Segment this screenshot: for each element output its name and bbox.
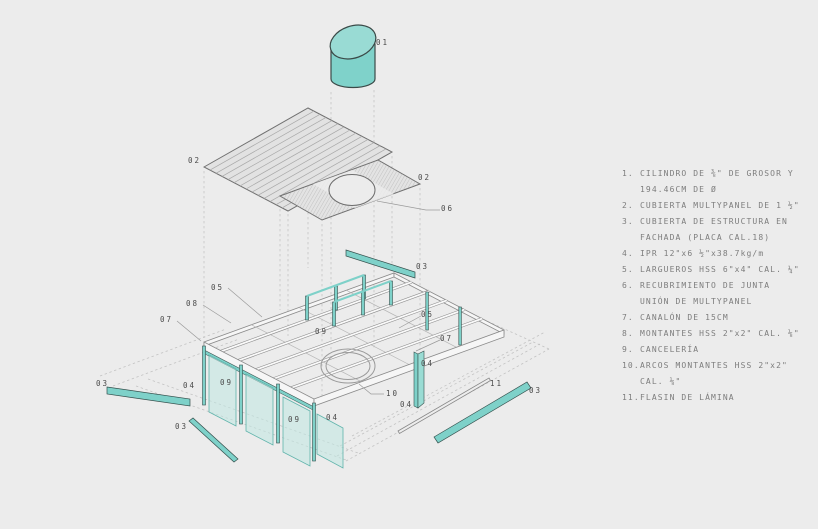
callout-label: 09 bbox=[315, 327, 329, 336]
callout-label: 09 bbox=[288, 415, 302, 424]
legend-item-text: LARGUEROS HSS 6"x4" CAL. ¼" bbox=[640, 265, 800, 274]
legend-item: 5. LARGUEROS HSS 6"x4" CAL. ¼" bbox=[622, 262, 802, 278]
callout-label: 10 bbox=[386, 389, 400, 398]
legend-item-text: ARCOS MONTANTES HSS 2"x2" CAL. ⅛" bbox=[640, 361, 788, 386]
callout-label: 04 bbox=[326, 413, 340, 422]
legend-item-number: 3. bbox=[622, 217, 634, 226]
legend-item-text: RECUBRIMIENTO DE JUNTA UNIÓN DE MULTYPAN… bbox=[640, 281, 771, 306]
legend-item-number: 7. bbox=[622, 313, 634, 322]
legend-item-number: 10. bbox=[622, 361, 640, 370]
legend-item: 2. CUBIERTA MULTYPANEL DE 1 ½" bbox=[622, 198, 802, 214]
legend-item-number: 6. bbox=[622, 281, 634, 290]
legend-item-text: MONTANTES HSS 2"x2" CAL. ⅛" bbox=[640, 329, 800, 338]
flashing-11 bbox=[397, 377, 492, 435]
facade-panel-02 bbox=[278, 159, 422, 221]
legend-item-number: 2. bbox=[622, 201, 634, 210]
callout-label: 05 bbox=[421, 310, 435, 319]
roof-montantes bbox=[305, 274, 462, 346]
legend-item-text: CANALÓN DE 15CM bbox=[640, 313, 729, 322]
callout-label: 02 bbox=[418, 173, 432, 182]
legend-item-number: 5. bbox=[622, 265, 634, 274]
legend-item-text: CUBIERTA MULTYPANEL DE 1 ½" bbox=[640, 201, 800, 210]
callout-label: 07 bbox=[440, 334, 454, 343]
legend-item-number: 1. bbox=[622, 169, 634, 178]
legend-item: 11. FLASIN DE LÁMINA bbox=[622, 390, 802, 406]
legend-item-text: CUBIERTA DE ESTRUCTURA EN FACHADA (PLACA… bbox=[640, 217, 788, 242]
legend-item: 7. CANALÓN DE 15CM bbox=[622, 310, 802, 326]
callout-label: 02 bbox=[188, 156, 202, 165]
structure-frame bbox=[202, 272, 505, 469]
callout-label: 03 bbox=[529, 386, 543, 395]
legend-item-number: 11. bbox=[622, 393, 640, 402]
roof-panel-02 bbox=[202, 107, 394, 212]
right-post bbox=[413, 350, 425, 409]
callout-label: 03 bbox=[175, 422, 189, 431]
glass-panels bbox=[208, 354, 344, 469]
legend-item: 8. MONTANTES HSS 2"x2" CAL. ⅛" bbox=[622, 326, 802, 342]
callout-label: 03 bbox=[416, 262, 430, 271]
legend-item-number: 4. bbox=[622, 249, 634, 258]
callout-label: 04 bbox=[421, 359, 435, 368]
callout-label: 04 bbox=[400, 400, 414, 409]
legend: 1. CILINDRO DE ⅜" DE GROSOR Y 194.46CM D… bbox=[622, 166, 802, 406]
legend-item-number: 8. bbox=[622, 329, 634, 338]
teal-bars bbox=[106, 249, 532, 463]
callout-label: 11 bbox=[490, 379, 504, 388]
legend-item-number: 9. bbox=[622, 345, 634, 354]
legend-item: 4. IPR 12"x6 ½"x38.7kg/m bbox=[622, 246, 802, 262]
cylinder-01 bbox=[329, 24, 377, 89]
callout-label: 07 bbox=[160, 315, 174, 324]
leader-lines bbox=[176, 200, 441, 395]
callout-label: 06 bbox=[441, 204, 455, 213]
legend-item: 9. CANCELERÍA bbox=[622, 342, 802, 358]
legend-item-text: FLASIN DE LÁMINA bbox=[640, 393, 735, 402]
legend-item-text: CANCELERÍA bbox=[640, 345, 700, 354]
purlins bbox=[210, 280, 483, 393]
callout-label: 09 bbox=[220, 378, 234, 387]
legend-item-text: IPR 12"x6 ½"x38.7kg/m bbox=[640, 249, 765, 258]
legend-item: 6. RECUBRIMIENTO DE JUNTA UNIÓN DE MULTY… bbox=[622, 278, 802, 310]
legend-item: 3. CUBIERTA DE ESTRUCTURA EN FACHADA (PL… bbox=[622, 214, 802, 246]
callout-label: 05 bbox=[211, 283, 225, 292]
callout-label: 04 bbox=[183, 381, 197, 390]
legend-item: 10. ARCOS MONTANTES HSS 2"x2" CAL. ⅛" bbox=[622, 358, 802, 390]
ring-arcs-10 bbox=[320, 348, 376, 384]
facade-columns bbox=[202, 345, 316, 462]
callout-label: 08 bbox=[186, 299, 200, 308]
legend-item-text: CILINDRO DE ⅜" DE GROSOR Y 194.46CM DE Ø bbox=[640, 169, 794, 194]
callout-label: 01 bbox=[376, 38, 390, 47]
callout-label: 03 bbox=[96, 379, 110, 388]
legend-item: 1. CILINDRO DE ⅜" DE GROSOR Y 194.46CM D… bbox=[622, 166, 802, 198]
